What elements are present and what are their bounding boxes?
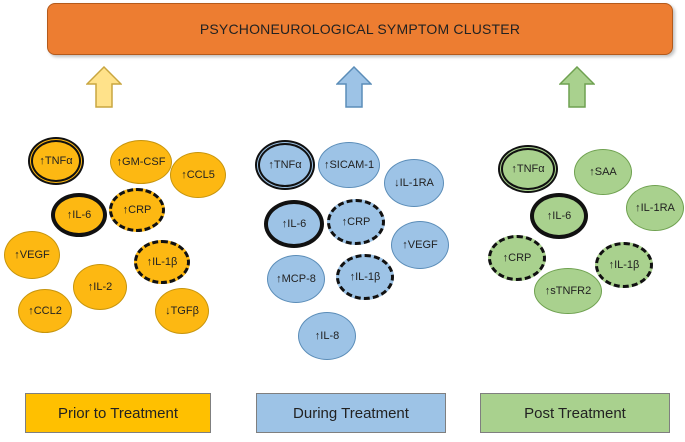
banner-title: PSYCHONEUROLOGICAL SYMPTOM CLUSTER xyxy=(199,21,521,37)
marker-during-il6: ↑IL-6 xyxy=(264,200,324,248)
marker-post-saa: ↑SAA xyxy=(574,149,632,195)
marker-during-mcp8: ↑MCP-8 xyxy=(267,255,325,303)
up-arrow-icon-prior xyxy=(86,66,122,108)
marker-post-stnfr2: ↑sTNFR2 xyxy=(534,268,602,314)
marker-prior-tnfa: ↑TNFα xyxy=(28,137,84,185)
marker-post-il1b: ↑IL-1β xyxy=(595,242,653,288)
marker-during-sicam1: ↑SICAM-1 xyxy=(318,142,380,188)
marker-prior-il1b: ↑IL-1β xyxy=(134,240,190,284)
marker-during-tnfa: ↑TNFα xyxy=(255,140,315,190)
marker-prior-il2: ↑IL-2 xyxy=(73,264,127,310)
marker-prior-vegf: ↑VEGF xyxy=(4,231,60,279)
marker-during-crp: ↑CRP xyxy=(327,199,385,245)
marker-during-vegf: ↑VEGF xyxy=(391,221,449,269)
marker-prior-il6: ↑IL-6 xyxy=(51,193,107,237)
marker-post-il6: ↑IL-6 xyxy=(530,193,588,239)
phase-label-prior: Prior to Treatment xyxy=(25,393,211,433)
phase-label-during: During Treatment xyxy=(256,393,446,433)
marker-during-il8: ↑IL-8 xyxy=(298,312,356,360)
marker-prior-tgfb: ↓TGFβ xyxy=(155,288,209,334)
up-arrow-icon-during xyxy=(336,66,372,108)
up-arrow-icon-post xyxy=(559,66,595,108)
symptom-cluster-banner: PSYCHONEUROLOGICAL SYMPTOM CLUSTER xyxy=(47,3,673,55)
marker-post-il1ra: ↑IL-1RA xyxy=(626,185,684,231)
phase-label-post: Post Treatment xyxy=(480,393,670,433)
marker-post-crp: ↑CRP xyxy=(488,235,546,281)
marker-prior-ccl5: ↑CCL5 xyxy=(170,152,226,198)
marker-post-tnfa: ↑TNFα xyxy=(498,145,558,193)
marker-during-il1b: ↑IL-1β xyxy=(336,254,394,300)
marker-prior-ccl2: ↑CCL2 xyxy=(18,289,72,333)
marker-prior-gm-csf: ↑GM-CSF xyxy=(110,140,172,184)
marker-during-il1ra: ↓IL-1RA xyxy=(384,159,444,207)
marker-prior-crp: ↑CRP xyxy=(109,188,165,232)
